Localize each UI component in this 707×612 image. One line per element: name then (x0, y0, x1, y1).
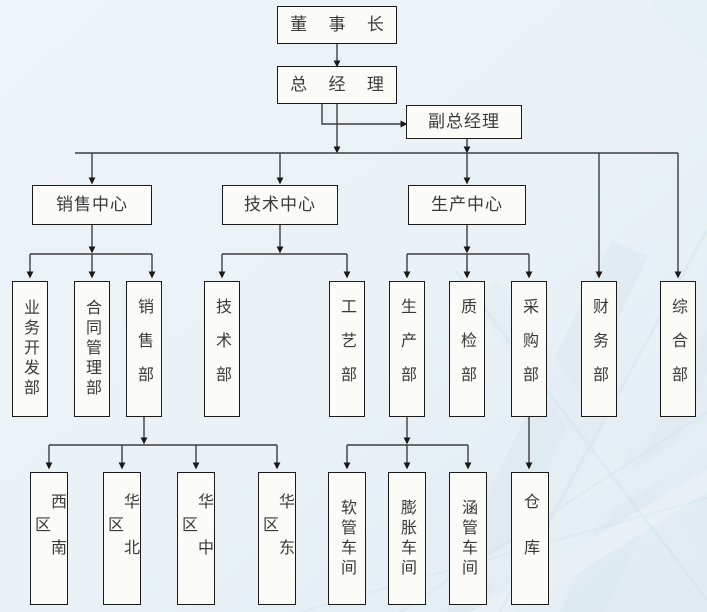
node-region-east[interactable]: 华东区 (258, 472, 296, 605)
node-tech-center[interactable]: 技术中心 (222, 185, 338, 225)
node-culvert-workshop[interactable]: 涵管车间 (449, 472, 487, 605)
node-quality-inspection-dept[interactable]: 质检部 (449, 281, 485, 417)
node-production-center[interactable]: 生产中心 (408, 185, 526, 225)
node-contract-management-dept[interactable]: 合同管理部 (74, 281, 110, 417)
node-technology-dept[interactable]: 技术部 (204, 281, 240, 417)
node-finance-dept[interactable]: 财务部 (581, 281, 617, 417)
node-expansion-workshop[interactable]: 膨胀车间 (388, 472, 426, 605)
node-deputy-general-manager[interactable]: 副总经理 (406, 105, 522, 139)
node-general-manager[interactable]: 总 经 理 (277, 66, 397, 104)
node-chairman[interactable]: 董 事 长 (277, 6, 397, 44)
node-sales-dept[interactable]: 销售部 (126, 281, 162, 417)
node-sales-center[interactable]: 销售中心 (32, 185, 152, 225)
node-region-southwest[interactable]: 西南区 (30, 472, 68, 605)
node-process-dept[interactable]: 工艺部 (329, 281, 365, 417)
node-region-north[interactable]: 华北区 (103, 472, 141, 605)
node-production-dept[interactable]: 生产部 (389, 281, 425, 417)
node-region-central[interactable]: 华中区 (177, 472, 215, 605)
node-general-affairs-dept[interactable]: 综合部 (660, 281, 696, 417)
node-business-development-dept[interactable]: 业务开发部 (12, 281, 48, 417)
node-purchasing-dept[interactable]: 采购部 (511, 281, 547, 417)
node-warehouse[interactable]: 仓库 (511, 472, 549, 605)
node-hose-workshop[interactable]: 软管车间 (328, 472, 366, 605)
